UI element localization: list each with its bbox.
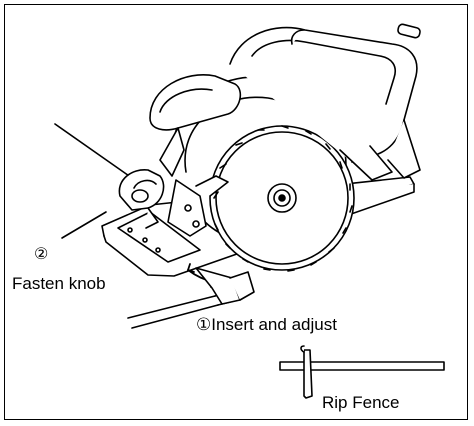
marker-2-label: ② — [34, 246, 49, 263]
insert-adjust-label: ①Insert and adjust — [196, 315, 337, 334]
bevel-bracket — [167, 175, 229, 237]
fasten-knob — [118, 169, 165, 229]
leader-line-marker2 — [61, 211, 107, 239]
motor-housing — [149, 74, 242, 177]
fence-clamp — [195, 267, 255, 305]
leader-line-knob — [54, 123, 133, 179]
fasten-knob-label: Fasten knob — [12, 274, 106, 293]
saw-blade — [209, 125, 355, 272]
rip-fence-icon — [279, 345, 445, 399]
saw-handle — [229, 23, 421, 181]
rip-fence-label: Rip Fence — [322, 393, 400, 412]
